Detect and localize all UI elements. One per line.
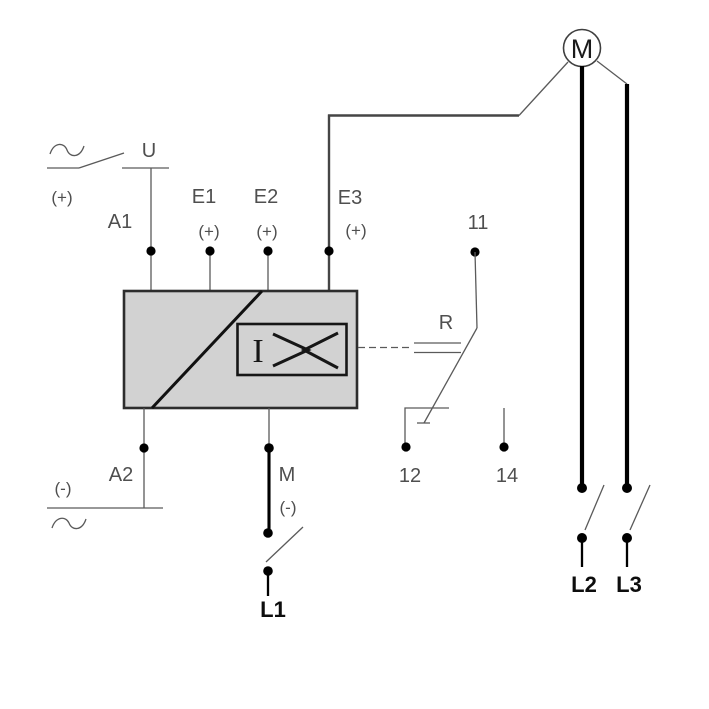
ac-sine-icon — [49, 143, 85, 157]
motor-label: M — [571, 34, 594, 64]
switch-contact-dot-upper — [577, 483, 587, 493]
terminal-e3-polarity: (+) — [345, 221, 366, 240]
ac-supply-negative: A2 (-) — [47, 408, 163, 530]
e3-motor-wiring — [328, 60, 628, 117]
window-comparator-icon — [300, 331, 339, 370]
terminal-dot-e2 — [263, 246, 273, 256]
device-box: I — [122, 289, 359, 410]
switch-contact-dot-upper — [622, 483, 632, 493]
window-comparator-icon — [272, 332, 312, 368]
wire-motor-left-diagonal — [518, 61, 569, 116]
contact-blade — [423, 327, 478, 424]
ac-sine-icon — [51, 517, 87, 530]
terminal-dot-e1 — [205, 246, 215, 256]
terminal-m-label: M — [279, 464, 296, 486]
terminal-a2-label: A2 — [109, 464, 133, 486]
switch-blade-l1 — [265, 526, 304, 563]
l3-switch: L3 — [616, 483, 651, 597]
relay-contact: 11 R 12 14 — [358, 212, 518, 487]
wire-11-down — [474, 251, 478, 329]
m-branch: M (-) L1 — [260, 408, 304, 622]
switch-blade-l3 — [629, 484, 651, 531]
terminal-dot-e3 — [324, 246, 334, 256]
supply-negative-label: (-) — [55, 479, 72, 498]
l2-switch: L2 — [571, 483, 605, 597]
terminal-dot-12 — [401, 442, 411, 452]
supply-switch-blade — [78, 152, 125, 169]
phase-label-l2: L2 — [571, 572, 597, 597]
supply-positive-label: (+) — [51, 188, 72, 207]
terminal-dot-a1 — [146, 246, 156, 256]
terminal-e2-polarity: (+) — [256, 222, 277, 241]
phase-label-l3: L3 — [616, 572, 642, 597]
terminal-11-label: 11 — [468, 212, 489, 234]
terminal-e2-label: E2 — [254, 186, 278, 208]
terminal-dot-a2 — [139, 443, 149, 453]
ac-supply-positive: (+) U — [47, 140, 169, 207]
terminal-e1-polarity: (+) — [198, 222, 219, 241]
wire-12-elbow — [404, 407, 449, 444]
phase-label-l1: L1 — [260, 597, 286, 622]
motor-symbol: M — [562, 28, 602, 68]
terminal-12-label: 12 — [399, 465, 421, 487]
terminal-m-polarity: (-) — [280, 498, 297, 517]
terminal-dot-14 — [499, 442, 509, 452]
current-monitor-box — [236, 322, 348, 377]
terminal-e3-label: E3 — [338, 187, 362, 209]
motor-phase-conductors — [579, 66, 630, 487]
switch-blade-l2 — [584, 484, 605, 531]
terminal-14-label: 14 — [496, 465, 518, 487]
relay-label: R — [439, 312, 453, 334]
switch-contact-dot-upper — [263, 528, 273, 538]
terminal-a1-label: A1 — [108, 211, 132, 233]
top-terminals: A1 E1 (+) E2 (+) E3 (+) — [108, 114, 367, 291]
terminal-e1-label: E1 — [192, 186, 216, 208]
wire-motor-right-diagonal — [596, 60, 628, 85]
current-symbol: I — [252, 333, 263, 370]
device-diagonal — [150, 289, 264, 410]
voltage-label: U — [142, 140, 156, 162]
